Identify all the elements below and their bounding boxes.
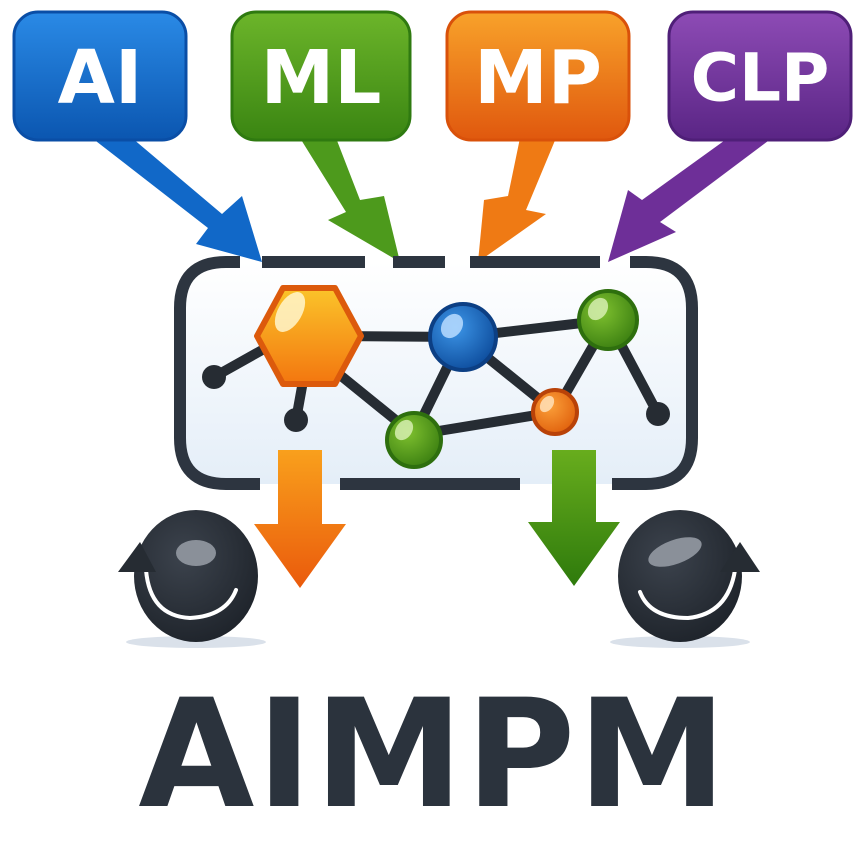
aimpm-logo: AI ML MP CLP — [12, 10, 853, 648]
mp-input-arrow-icon — [478, 138, 556, 262]
green-sphere-node-bottom-icon — [385, 411, 443, 469]
green-down-arrow-icon — [528, 450, 620, 586]
badge-ai-label: AI — [58, 35, 143, 121]
ml-input-arrow-icon — [300, 138, 400, 262]
badge-ai: AI — [12, 10, 188, 142]
badge-ml-label: ML — [261, 35, 382, 121]
terminal-atom-icon — [646, 402, 670, 426]
orange-down-arrow-icon — [254, 450, 346, 588]
terminal-atom-icon — [202, 365, 226, 389]
badge-clp: CLP — [667, 10, 853, 142]
left-cycle-icon — [118, 510, 266, 648]
badge-mp-label: MP — [474, 35, 602, 121]
badge-ml: ML — [230, 10, 412, 142]
clp-input-arrow-icon — [608, 138, 772, 262]
orange-sphere-node-icon — [531, 388, 579, 436]
badge-clp-label: CLP — [691, 40, 830, 117]
hexagon-node-icon — [254, 285, 364, 387]
terminal-atom-icon — [284, 408, 308, 432]
green-sphere-node-top-icon — [577, 289, 639, 351]
logo-title: AIMPM — [138, 668, 729, 842]
right-cycle-icon — [610, 510, 760, 648]
blue-sphere-node-icon — [428, 302, 498, 372]
ai-input-arrow-icon — [92, 138, 262, 262]
badge-mp: MP — [445, 10, 631, 142]
